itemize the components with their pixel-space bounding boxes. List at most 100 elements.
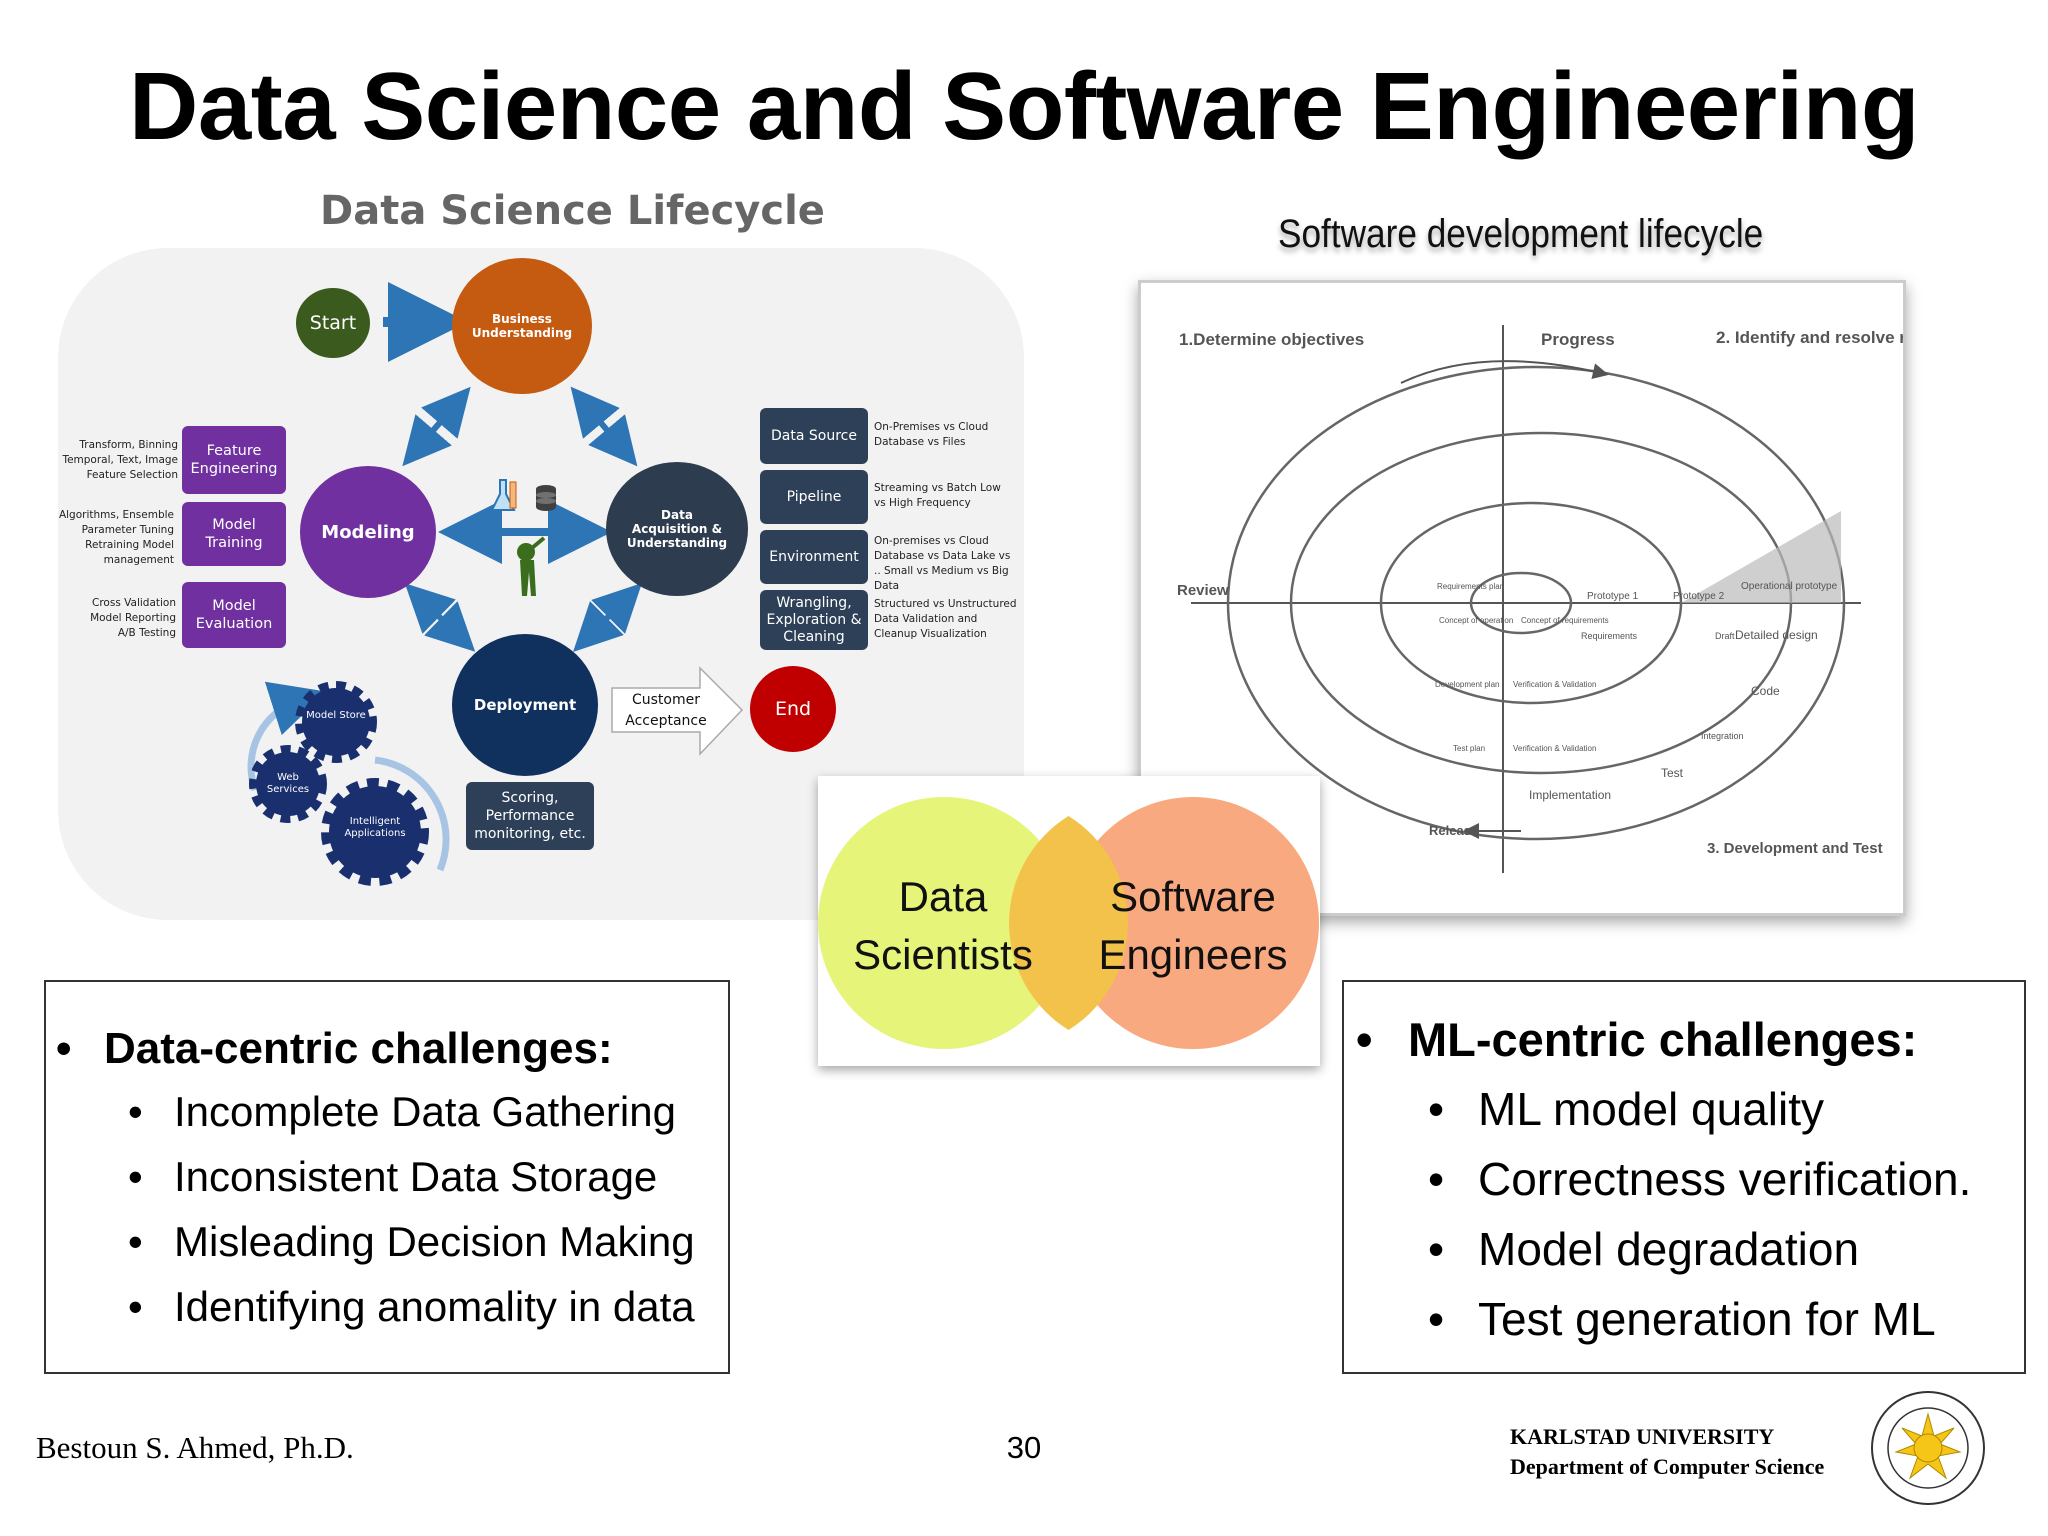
q3-label: 3. Development and Test xyxy=(1707,840,1883,857)
scoring-box: Scoring, Performance monitoring, etc. xyxy=(466,782,594,850)
gear-cycle-arc-right xyxy=(374,756,450,872)
arrow-data-deployment xyxy=(573,583,642,652)
test-plan-label: Test plan xyxy=(1453,744,1485,753)
gear-label-intelligent-apps: Intelligent Applications xyxy=(344,816,406,839)
dev-plan-label: Development plan xyxy=(1435,680,1499,689)
venn-left-line1: Data xyxy=(898,873,988,920)
data-challenge-text: Inconsistent Data Storage xyxy=(174,1153,658,1200)
venn-data-scientists-circle xyxy=(818,797,1070,1049)
data-challenge-item: • Incomplete Data Gathering xyxy=(128,1088,676,1136)
test-label: Test xyxy=(1661,766,1684,780)
sdlc-diagram-card: 1.Determine objectives Progress 2. Ident… xyxy=(1138,280,1939,916)
data-source-box: Data Source xyxy=(760,408,868,464)
bullet-icon: • xyxy=(1356,1013,1373,1066)
concept-requirements-label: Concept of requirements xyxy=(1521,616,1609,625)
q2-label: 2. Identify and resolve risks xyxy=(1716,328,1903,347)
vv2-label: Verification & Validation xyxy=(1513,744,1596,753)
deployment-node: Deployment xyxy=(452,634,598,776)
draft-label: Draft xyxy=(1715,631,1735,641)
start-node: Start xyxy=(296,288,370,358)
code-label: Code xyxy=(1751,684,1780,698)
data-challenge-text: Identifying anomality in data xyxy=(174,1283,695,1330)
university-seal-icon xyxy=(1871,1391,1985,1505)
flask-icon xyxy=(490,479,517,511)
ml-challenge-item: •ML model quality xyxy=(1428,1082,1824,1136)
venn-overlap xyxy=(1009,816,1128,1030)
data-challenge-item: • Identifying anomality in data xyxy=(128,1283,695,1331)
ml-challenges-heading: • ML-centric challenges: xyxy=(1356,1012,1918,1067)
ml-challenge-item: •Test generation for ML xyxy=(1428,1292,1936,1346)
gear-icon-intelligent-apps xyxy=(321,778,429,886)
concept-operation-label: Concept of operation xyxy=(1439,616,1513,625)
environment-note: On-premises vs Cloud Database vs Data La… xyxy=(874,535,1011,592)
spiral-loop-4 xyxy=(1226,365,1846,841)
environment-box: Environment xyxy=(760,530,868,584)
arrow-business-data xyxy=(570,386,638,467)
wrangling-box: Wrangling, Exploration & Cleaning xyxy=(760,590,868,650)
ml-figure-icon xyxy=(517,536,546,596)
venn-left-line2: Scientists xyxy=(853,931,1033,978)
model-evaluation-note: Cross Validation Model Reporting A/B Tes… xyxy=(90,597,176,639)
spiral-loop-1 xyxy=(1469,571,1573,635)
data-challenges-box: • Data-centric challenges: • Incomplete D… xyxy=(44,980,730,1374)
feature-engineering-box: Feature Engineering xyxy=(182,426,286,494)
sdlc-title: Software development lifecycle xyxy=(1278,212,1764,256)
pipeline-box: Pipeline xyxy=(760,470,868,524)
venn-right-line1: Software xyxy=(1110,873,1276,920)
requirements-label: Requirements xyxy=(1581,631,1638,641)
bullet-icon: • xyxy=(128,1153,143,1200)
data-challenges-heading-text: Data-centric challenges: xyxy=(104,1024,613,1073)
model-evaluation-box: Model Evaluation xyxy=(182,582,286,648)
customer-acceptance-label: Customer Acceptance xyxy=(625,692,707,729)
ds-arrows xyxy=(247,282,744,886)
slide-title: Data Science and Software Engineering xyxy=(129,53,1919,160)
req-plan-label: Requirements plan xyxy=(1437,582,1504,591)
venn-software-engineers-circle xyxy=(1067,797,1319,1049)
feature-engineering-note: Transform, Binning Temporal, Text, Image… xyxy=(62,439,178,481)
bullet-icon: • xyxy=(56,1024,72,1073)
ds-lifecycle-title: Data Science Lifecycle xyxy=(320,188,825,234)
risk-shading xyxy=(1681,511,1841,603)
ml-challenge-item: •Model degradation xyxy=(1428,1222,1859,1276)
progress-arc xyxy=(1400,360,1609,384)
data-challenge-item: • Misleading Decision Making xyxy=(128,1218,695,1266)
bullet-icon: • xyxy=(128,1218,143,1265)
data-challenge-text: Incomplete Data Gathering xyxy=(174,1088,676,1135)
footer-author: Bestoun S. Ahmed, Ph.D. xyxy=(36,1430,354,1465)
ml-challenges-heading-text: ML-centric challenges: xyxy=(1408,1013,1918,1066)
model-training-note: Algorithms, Ensemble Parameter Tuning Re… xyxy=(58,509,174,566)
ml-challenge-text: Correctness verification. xyxy=(1478,1153,1972,1205)
customer-acceptance-arrow xyxy=(611,666,744,756)
data-challenges-heading: • Data-centric challenges: xyxy=(56,1024,613,1074)
university-name: KARLSTAD UNIVERSITY xyxy=(1510,1424,1775,1449)
venn-right-label: Software Engineers xyxy=(1068,868,1318,984)
detailed-design-label: Detailed design xyxy=(1735,628,1818,642)
venn-right-line2: Engineers xyxy=(1098,931,1288,978)
q1-label: 1.Determine objectives xyxy=(1179,330,1364,349)
integration-label: Integration xyxy=(1701,731,1744,741)
venn-diagram xyxy=(818,797,1319,1049)
arrow-business-modeling xyxy=(402,386,471,467)
business-understanding-node: Business Understanding xyxy=(452,258,592,394)
model-training-box: Model Training xyxy=(182,502,286,566)
gear-label-web-services: Web Services xyxy=(266,772,310,795)
modeling-node: Modeling xyxy=(300,466,436,598)
review-label: Review xyxy=(1177,582,1229,599)
wrangling-note: Structured vs Unstructured Data Validati… xyxy=(874,598,1017,640)
bullet-icon: • xyxy=(128,1088,143,1135)
database-icon xyxy=(536,485,556,511)
bullet-icon: • xyxy=(128,1283,143,1330)
venn-left-label: Data Scientists xyxy=(818,868,1068,984)
q1-label-text: 1.Determine objectives xyxy=(1179,330,1364,349)
ml-challenge-item: •Correctness verification. xyxy=(1428,1152,1972,1206)
gear-label-model-store: Model Store xyxy=(306,710,366,721)
operational-prototype-label: Operational prototype xyxy=(1741,581,1838,592)
bullet-icon: • xyxy=(1428,1223,1445,1275)
vv1-label: Verification & Validation xyxy=(1513,680,1596,689)
data-challenge-item: • Inconsistent Data Storage xyxy=(128,1153,658,1201)
prototype1-label: Prototype 1 xyxy=(1587,591,1639,602)
data-acquisition-node: Data Acquisition & Understanding xyxy=(606,462,748,596)
pipeline-note: Streaming vs Batch Low vs High Frequency xyxy=(874,482,1001,509)
page-number: 30 xyxy=(1006,1430,1042,1465)
data-challenge-text: Misleading Decision Making xyxy=(174,1218,695,1265)
